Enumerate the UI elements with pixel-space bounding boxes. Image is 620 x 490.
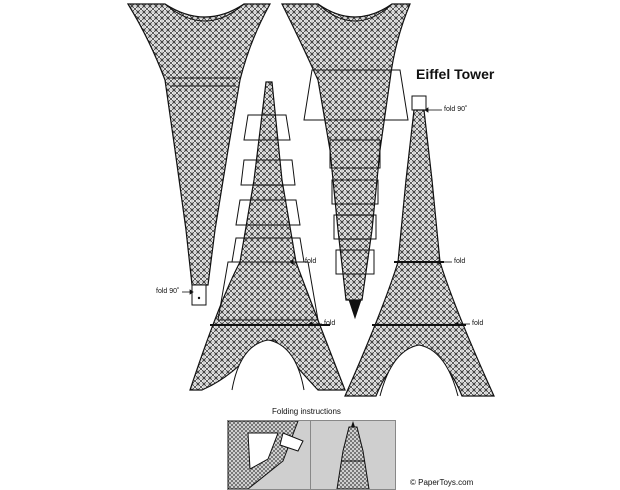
instruction-panel-1 (227, 420, 313, 490)
instruction-figure-2 (336, 421, 370, 489)
copyright: © PaperToys.com (410, 478, 474, 487)
fold-label: fold (324, 320, 336, 327)
sheet-title: Eiffel Tower (416, 66, 495, 82)
fold-label: fold 90˚ (444, 106, 468, 113)
fold-label: fold 90˚ (156, 288, 180, 295)
fold-label: fold (454, 258, 466, 265)
instructions-title: Folding instructions (272, 407, 341, 416)
instruction-panel-2 (310, 420, 396, 490)
fold-label: fold (472, 320, 484, 327)
instruction-figure-1 (228, 421, 304, 489)
fold-arrows (182, 107, 470, 327)
fold-label: fold (305, 258, 317, 265)
tower-piece-top-left (126, 3, 272, 306)
tower-piece-top-middle (281, 3, 411, 320)
